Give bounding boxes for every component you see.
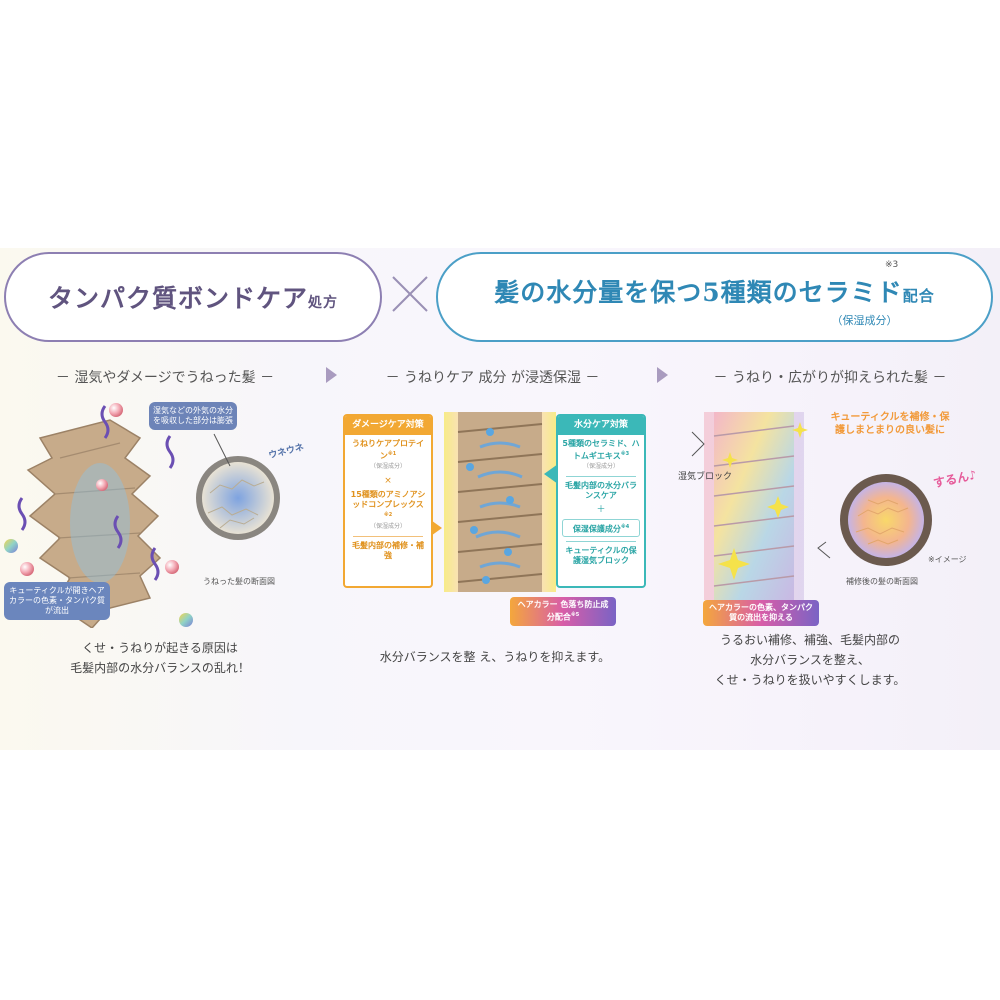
pointer-right-icon (544, 464, 558, 484)
protect-footnote: ※4 (620, 523, 630, 530)
ceramide-title: 髪の水分量を保つ5種類のセラミド配合 （保湿成分） ※3 (436, 252, 993, 342)
protein-footnote: ※1 (387, 451, 397, 457)
result-caption-line2: 水分バランスを整え、 (750, 653, 870, 667)
damaged-hair-heading: － 湿気やダメージでうねった髪 － (55, 370, 275, 386)
smooth-text: するん♪ (932, 467, 978, 491)
right-title-text: 髪の水分量を保つ5種類のセラミド (494, 277, 903, 307)
color-protect-tag: ヘアカラー 色落ち防止成分配合※5 (510, 597, 616, 626)
step-arrow-icon (326, 367, 337, 383)
swelling-note-bubble: 湿気などの外気の水分を吸収した部分は膨張 (149, 402, 237, 430)
pointer-line-icon (817, 541, 831, 559)
improved-hair-heading: － うねり・広がりが抑えられた髪 － (713, 370, 947, 386)
amino-item: 15種類のアミノアシッドコンプレックス (350, 489, 426, 509)
hair-care-banner: タンパク質ボンドケア処方 髪の水分量を保つ5種類のセラミド配合 （保湿成分） ※… (0, 248, 1000, 750)
balance-item: 毛髪内部の水分バランスケア (565, 480, 637, 500)
ingredient-heading: － うねりケア 成分 が浸透保湿 － (385, 370, 600, 386)
ceramide-footnote: ※3 (620, 451, 630, 457)
pointer-line-icon (691, 431, 705, 457)
color-protect-footnote: ※5 (570, 612, 580, 618)
cause-caption-line1: くせ・うねりが起きる原因は (82, 641, 238, 655)
protein-item: うねりケアプロテイン (352, 439, 424, 461)
moisture-care-card: 水分ケア対策 5種類のセラミド、ハトムギエキス※3（保湿成分） 毛髪内部の水分バ… (556, 414, 646, 588)
damage-care-header: ダメージケア対策 (345, 416, 431, 435)
color-loss-prevention-tag: ヘアカラーの色素、タンパク質の流出を抑える (703, 600, 819, 626)
balance-caption: 水分バランスを整 え、うねりを抑えます。 (379, 650, 611, 664)
damage-care-card: ダメージケア対策 うねりケアプロテイン※1 （保湿成分） × 15種類のアミノアシ… (343, 414, 433, 588)
repaired-cross-section-icon (840, 474, 932, 566)
protein-sub: （保湿成分） (369, 462, 406, 470)
amino-footnote: ※2 (383, 511, 393, 518)
cuticle-repair-text: キューティクルを補修・保護しまとまりの良い髪に (830, 412, 950, 436)
ceramide-sub: （保湿成分） (582, 462, 619, 470)
plus-separator: ＋ (596, 504, 606, 515)
cause-caption: くせ・うねりが起きる原因は 毛髪内部の水分バランスの乱れ！ (40, 638, 280, 678)
times-icon (392, 276, 428, 312)
amino-sub: （保湿成分） (369, 523, 406, 531)
result-caption-line1: うるおい補修、補強、毛髪内部の (719, 633, 900, 647)
penetrating-hair-illustration (444, 412, 556, 592)
repaired-hair-illustration (704, 412, 808, 600)
image-note: ※イメージ (928, 555, 967, 564)
right-title-suffix: 配合 (902, 286, 935, 305)
cuticle-open-bubble: キューティクルが開きヘアカラーの色素・タンパク質が流出 (4, 582, 110, 620)
cuticle-block-item: キューティクルの保護湿気ブロック (565, 546, 637, 566)
damaged-hair-illustration (4, 403, 280, 628)
repair-item: 毛髪内部の補修・補強 (352, 541, 424, 561)
protein-bond-care-title: タンパク質ボンドケア処方 (4, 252, 382, 342)
cross-section-label: うねった髪の断面図 (203, 577, 275, 586)
moisture-care-header: 水分ケア対策 (558, 416, 644, 435)
repaired-section-label: 補修後の髪の断面図 (846, 577, 918, 586)
result-caption: うるおい補修、補強、毛髪内部の 水分バランスを整え、 くせ・うねりを扱いやすくし… (680, 630, 940, 690)
humidity-block-label: 湿気ブロック (678, 472, 733, 482)
color-protect-text: ヘアカラー 色落ち防止成分配合 (517, 600, 609, 622)
divider (566, 541, 636, 543)
step-arrow-icon (657, 367, 668, 383)
ceramide-item: 5種類のセラミド、ハトムギエキス (562, 439, 640, 461)
left-title-text: タンパク質ボンドケア (47, 284, 308, 313)
result-caption-line3: くせ・うねりを扱いやすくします。 (714, 673, 906, 687)
left-title-suffix: 処方 (308, 295, 338, 311)
protect-item: 保湿保護成分 (572, 524, 621, 534)
divider (353, 536, 423, 538)
times-separator: × (384, 475, 392, 486)
cause-caption-line2: 毛髪内部の水分バランスの乱れ！ (70, 661, 250, 675)
divider (566, 475, 636, 477)
right-title-footnote: ※3 (885, 260, 899, 270)
right-title-subnote: （保湿成分） (831, 313, 898, 327)
